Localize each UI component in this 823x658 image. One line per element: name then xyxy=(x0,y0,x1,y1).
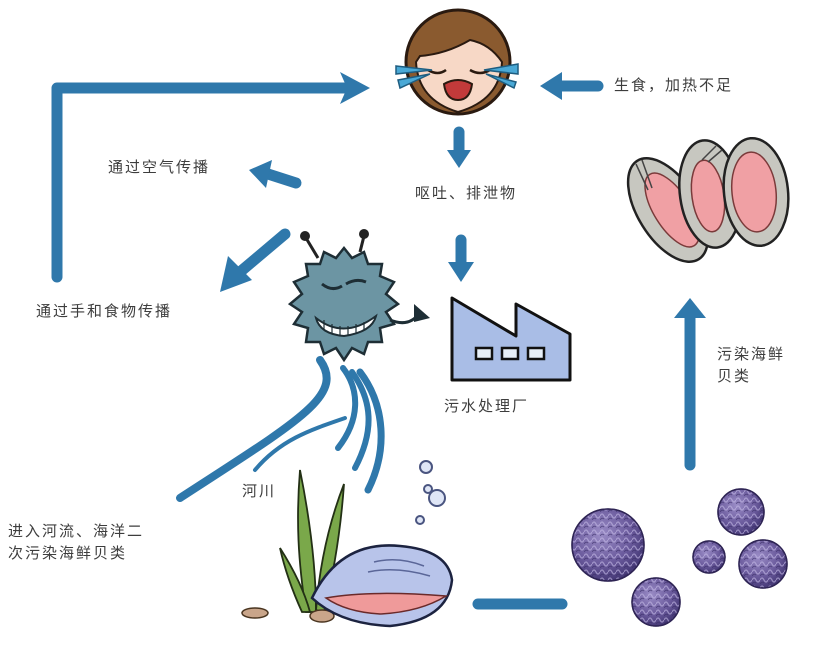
label-vomit: 呕吐、排泄物 xyxy=(415,184,518,202)
virus-particle xyxy=(738,539,788,589)
label-secondary-contamination: 进入河流、海洋二 次污染海鲜贝类 xyxy=(8,522,145,562)
label-hand-food: 通过手和食物传播 xyxy=(36,302,173,320)
label-river: 河川 xyxy=(242,482,277,500)
arrowhead-to-person xyxy=(340,72,370,104)
virus-particle xyxy=(692,540,726,574)
virus-particle xyxy=(717,488,765,536)
label-raw-food: 生食，加热不足 xyxy=(614,76,734,94)
clam-icon xyxy=(310,544,454,628)
virus-particle xyxy=(631,577,681,627)
virus-particle xyxy=(571,508,645,582)
arrow-airborne xyxy=(249,160,302,189)
virus-character-icon xyxy=(287,229,430,363)
virus-particles-icon xyxy=(571,488,788,627)
bubbles xyxy=(415,460,446,525)
river-streams xyxy=(176,356,385,502)
mussels-icon xyxy=(626,136,790,263)
arrow-hand-food xyxy=(220,228,291,292)
arrow-to-factory xyxy=(448,234,474,282)
arrow-raw-food xyxy=(540,72,604,100)
label-airborne: 通过空气传播 xyxy=(108,158,211,176)
label-treatment-plant: 污水处理厂 xyxy=(444,397,530,415)
arrow-contaminated-seafood xyxy=(674,298,706,471)
loop-arrow-left xyxy=(51,82,351,283)
crying-person-icon xyxy=(395,8,519,116)
factory-icon xyxy=(450,296,572,382)
pebbles xyxy=(241,607,335,623)
arrow-person-down xyxy=(447,126,471,168)
label-contaminated-seafood: 污染海鲜 贝类 xyxy=(717,345,786,385)
